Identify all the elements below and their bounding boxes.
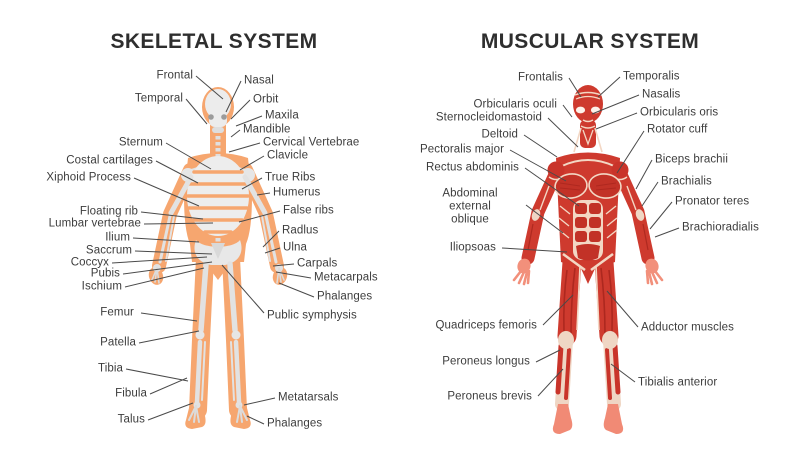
- label-temporal: Temporal: [134, 92, 183, 105]
- label-peroneus-longus: Peroneus longus: [442, 355, 530, 368]
- label-floating-rib: Floating rib: [79, 205, 138, 218]
- label-iliopsoas: Iliopsoas: [449, 241, 496, 254]
- skeletal-figure: [148, 87, 288, 429]
- label-saccrum: Saccrum: [85, 244, 132, 257]
- muscular-figure: [512, 85, 664, 434]
- label-phalanges-foot: Phalanges: [267, 417, 323, 430]
- label-brachioradialis: Brachioradialis: [682, 221, 759, 234]
- label-mandible: Mandible: [243, 123, 291, 136]
- label-ulna: Ulna: [283, 241, 308, 254]
- label-true-ribs: True Ribs: [265, 171, 316, 184]
- label-patella: Patella: [100, 336, 136, 349]
- label-quadriceps-femoris: Quadriceps femoris: [435, 319, 537, 332]
- label-orbicularis-oris: Orbicularis oris: [640, 106, 719, 119]
- label-radlus: Radlus: [282, 224, 319, 237]
- leader-lines: [111, 75, 680, 425]
- label-pronator-teres: Pronator teres: [675, 195, 750, 208]
- label-rectus-abdominis: Rectus abdominis: [425, 161, 519, 174]
- label-ilium: Ilium: [105, 231, 130, 244]
- label-adductor-muscles: Adductor muscles: [641, 321, 734, 334]
- label-false-ribs: False ribs: [283, 204, 334, 217]
- label-public-symphysis: Public symphysis: [267, 309, 357, 322]
- label-rotator-cuff: Rotator cuff: [647, 123, 708, 136]
- label-ischium: Ischium: [81, 280, 122, 293]
- label-lumbar-vertebrae: Lumbar vertebrae: [48, 217, 141, 230]
- label-carpals: Carpals: [297, 257, 338, 270]
- label-maxila: Maxila: [265, 109, 299, 122]
- label-deltoid: Deltoid: [481, 128, 518, 141]
- label-pubis: Pubis: [90, 267, 120, 280]
- label-metacarpals: Metacarpals: [314, 271, 378, 284]
- label-tibialis-anterior: Tibialis anterior: [638, 376, 718, 389]
- label-phalanges-hand: Phalanges: [317, 290, 373, 303]
- label-abdominal-external-oblique: Abdominal external oblique: [442, 187, 498, 226]
- label-peroneus-brevis: Peroneus brevis: [447, 390, 532, 403]
- label-nasalis: Nasalis: [642, 88, 681, 101]
- label-clavicle: Clavicle: [267, 149, 309, 162]
- label-talus: Talus: [117, 413, 145, 426]
- label-coccyx: Coccyx: [70, 256, 109, 269]
- label-sternocleidomastoid: Sternocleidomastoid: [435, 111, 542, 124]
- label-femur: Femur: [100, 306, 134, 319]
- muscular-system-title: MUSCULAR SYSTEM: [480, 30, 700, 53]
- label-metatarsals: Metatarsals: [278, 391, 339, 404]
- label-nasal: Nasal: [244, 74, 274, 87]
- label-orbicularis-oculi: Orbicularis oculi: [473, 98, 557, 111]
- label-xiphoid-process: Xiphoid Process: [46, 171, 131, 184]
- label-fibula: Fibula: [115, 387, 147, 400]
- label-cervical-vertebrae: Cervical Vertebrae: [263, 136, 360, 149]
- skeleton-bones: [151, 89, 285, 423]
- label-frontal: Frontal: [156, 69, 193, 82]
- label-temporalis: Temporalis: [623, 70, 680, 83]
- label-humerus: Humerus: [273, 186, 321, 199]
- label-orbit: Orbit: [253, 93, 279, 106]
- label-sternum: Sternum: [118, 136, 163, 149]
- label-tibia: Tibia: [98, 362, 123, 375]
- label-costal-cartilages: Costal cartilages: [66, 154, 153, 167]
- skeletal-system-title: SKELETAL SYSTEM: [110, 30, 318, 53]
- label-pectoralis-major: Pectoralis major: [419, 143, 504, 156]
- label-biceps-brachii: Biceps brachii: [655, 153, 728, 166]
- label-brachialis: Brachialis: [661, 175, 712, 188]
- label-frontalis: Frontalis: [518, 71, 563, 84]
